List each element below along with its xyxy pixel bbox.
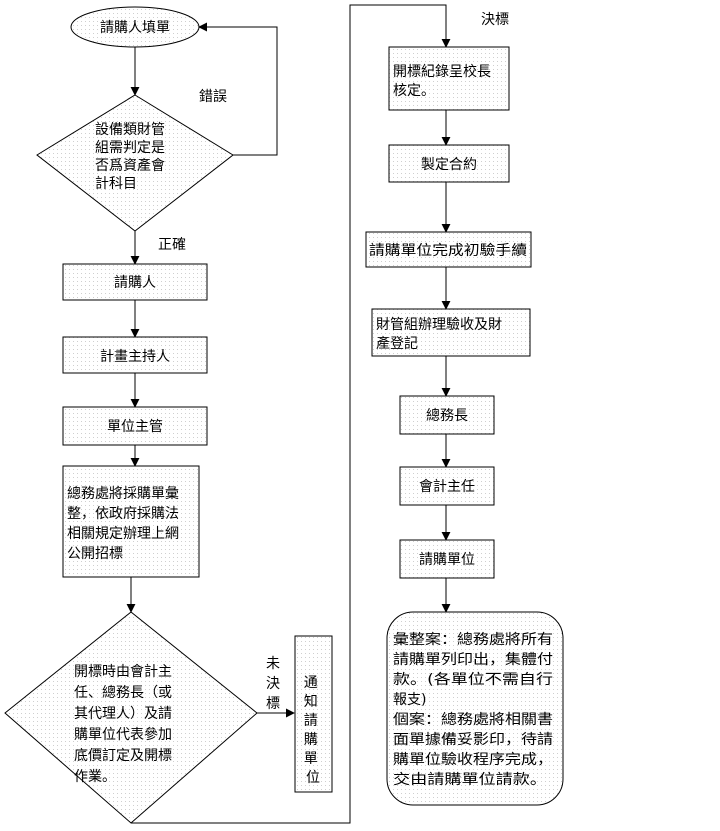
step-acceptance-text: 財管組辦理驗收及財 產登記	[376, 317, 506, 352]
step-requesting-unit-label: 請購單位	[419, 552, 475, 568]
start-node: 請購人填單	[70, 6, 200, 48]
notify-unit: 通 知 請 購 單 位	[294, 635, 333, 793]
notify-unit-char: 購	[304, 732, 318, 748]
decision2-node: 開標時由會計主 任、總務長（或 其代理人）及請 購單位代表參加 底價訂定及開標 …	[4, 611, 258, 824]
connectors	[126, 4, 451, 824]
step-contract: 製定合約	[388, 144, 510, 183]
step-general-affairs-line: 總務處將採購單彙	[67, 485, 179, 502]
label-correct: 正確	[158, 237, 186, 253]
final-note-line: 款。(各單位不需自行	[393, 672, 553, 688]
notify-unit-char: 通	[304, 675, 318, 691]
decision1-line: 組需判定是	[95, 140, 165, 156]
decision2-line: 購單位代表參加	[74, 727, 172, 743]
step-requesting-unit: 請購單位	[399, 539, 495, 579]
notify-unit-char: 單	[304, 751, 318, 767]
step-acceptance: 財管組辦理驗收及財 產登記	[371, 308, 531, 357]
step-report-text: 開標紀錄呈校長 核定。	[393, 63, 495, 99]
final-note-line: 面單據備妥影印，待請	[393, 732, 553, 748]
step-unit-head-label: 單位主管	[107, 419, 163, 435]
decision2-text: 開標時由會計主 任、總務長（或 其代理人）及請 購單位代表參加 底價訂定及開標 …	[74, 664, 176, 785]
label-not-awarded-char: 決	[266, 676, 280, 692]
notify-unit-char: 位	[306, 770, 320, 786]
final-note-line: 彙整案：總務處將所有	[393, 631, 553, 648]
step-accounting: 會計主任	[399, 466, 495, 506]
notify-unit-char: 請	[304, 713, 318, 729]
step-general-affairs: 總務處將採購單彙 整，依政府採購法 相關規定辦理上網 公開招標	[62, 465, 200, 578]
step-director-label: 總務長	[426, 407, 468, 424]
decision2-line: 開標時由會計主	[74, 664, 172, 680]
final-note-line: 交由請購單位請款。	[393, 771, 547, 788]
step-requester: 請購人	[62, 263, 208, 301]
decision2-line: 其代理人）及請	[74, 706, 172, 722]
decision1-text: 設備類財管 組需判定是 否爲資產會 計科目	[95, 122, 169, 192]
final-note-line: 購單位驗收程序完成，	[393, 752, 553, 768]
decision2-line: 任、總務長（或	[74, 684, 172, 701]
step-general-affairs-line: 相關規定辦理上網	[67, 526, 179, 542]
arrow-awarded	[131, 4, 451, 824]
step-inspection: 請購單位完成初驗手續	[365, 231, 532, 268]
step-unit-head: 單位主管	[62, 406, 208, 446]
decision2-line: 底價訂定及開標	[74, 747, 172, 764]
step-pi-label: 計畫主持人	[100, 349, 170, 365]
step-pi: 計畫主持人	[62, 336, 208, 374]
step-report-line: 核定。	[393, 83, 435, 99]
step-general-affairs-line: 公開招標	[67, 546, 123, 562]
final-note: 彙整案：總務處將所有 請購單列印出，集體付 款。(各單位不需自行 報支) 個案：…	[386, 611, 564, 806]
final-note-line: 個案：總務處將相關書	[393, 711, 553, 728]
step-inspection-label: 請購單位完成初驗手續	[369, 242, 527, 259]
step-acceptance-line: 財管組辦理驗收及財	[376, 317, 502, 333]
step-general-affairs-line: 整，依政府採購法	[67, 506, 179, 522]
arrow-error-loop	[198, 22, 278, 156]
label-not-awarded-char: 未	[266, 656, 280, 672]
step-requester-label: 請購人	[114, 275, 156, 291]
notify-unit-text: 通 知 請 購 單 位	[304, 675, 322, 786]
label-not-awarded-char: 標	[266, 696, 280, 712]
step-report-line: 開標紀錄呈校長	[393, 63, 491, 80]
decision2-line: 作業。	[74, 769, 116, 785]
notify-unit-char: 知	[304, 693, 318, 710]
decision1-line: 設備類財管	[95, 122, 165, 138]
step-acceptance-line: 產登記	[376, 335, 418, 352]
label-not-awarded: 未 決 標	[266, 656, 284, 712]
label-error: 錯誤	[199, 89, 227, 105]
step-accounting-label: 會計主任	[419, 479, 475, 495]
decision1-node: 設備類財管 組需判定是 否爲資產會 計科目	[36, 94, 234, 232]
start-label: 請購人填單	[100, 20, 170, 36]
label-awarded: 決標	[481, 12, 509, 28]
step-general-affairs-text: 總務處將採購單彙 整，依政府採購法 相關規定辦理上網 公開招標	[67, 485, 183, 562]
final-note-line: 報支)	[393, 692, 426, 708]
decision1-line: 計科目	[95, 176, 137, 192]
step-report: 開標紀錄呈校長 核定。	[388, 46, 510, 111]
step-director: 總務長	[399, 395, 495, 435]
decision1-line: 否爲資產會	[95, 157, 165, 174]
final-note-text: 彙整案：總務處將所有 請購單列印出，集體付 款。(各單位不需自行 報支) 個案：…	[393, 631, 557, 788]
final-note-line: 請購單列印出，集體付	[393, 651, 553, 668]
step-contract-label: 製定合約	[421, 157, 477, 173]
